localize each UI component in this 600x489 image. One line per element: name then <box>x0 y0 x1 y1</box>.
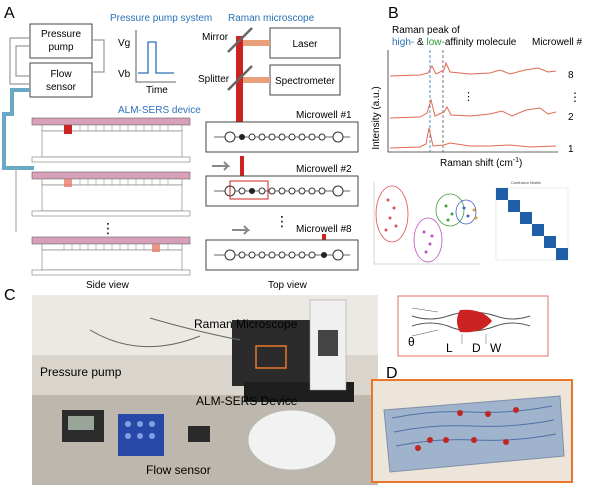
lab-photo <box>32 295 378 485</box>
flow-arrow-8 <box>232 225 251 235</box>
geom-d: D <box>472 341 481 355</box>
b-microwell-label: Microwell # <box>532 37 582 48</box>
b-axes <box>387 50 558 153</box>
side-view-label: Side view <box>86 280 130 291</box>
laser-label: Laser <box>292 39 318 50</box>
flow-sensor-label-2: sensor <box>46 82 77 93</box>
vg-label: Vg <box>118 38 130 49</box>
side-device-2 <box>31 171 191 217</box>
b-trace-2 <box>389 98 557 119</box>
b-trace-label-2: 2 <box>568 112 574 123</box>
time-label: Time <box>146 85 168 96</box>
c-device-label: ALM-SERS Device <box>196 394 298 408</box>
beam-laser <box>242 40 270 46</box>
b-trace-label-1: 1 <box>568 144 574 155</box>
microwell-2-label: Microwell #2 <box>296 164 352 175</box>
panel-label-b: B <box>388 5 399 22</box>
device-photo <box>371 379 573 483</box>
b-heading-1: Raman peak of <box>392 25 460 36</box>
splitter-label: Splitter <box>198 74 230 85</box>
side-dots: ⋮ <box>101 220 115 236</box>
beam-mw2 <box>240 156 244 178</box>
b-trace-dots: ⋮ <box>463 91 474 103</box>
top-dots: ⋮ <box>275 213 289 229</box>
beam-vertical <box>236 36 243 136</box>
b-trace-label-dots: ⋮ <box>569 90 581 104</box>
confusion-matrix: Confusion Matrix <box>495 180 569 261</box>
side-device-1 <box>31 117 191 163</box>
confusion-title: Confusion Matrix <box>511 180 541 185</box>
tubing-blue <box>2 88 34 170</box>
b-heading-2: high- & low-affinity molecule <box>392 37 517 48</box>
b-heading-amp: & <box>414 37 426 48</box>
microwell-1-label: Microwell #1 <box>296 110 352 121</box>
b-trace-1 <box>389 127 557 149</box>
geom-theta: θ <box>408 335 415 349</box>
beam-spectrometer <box>242 77 270 83</box>
pressure-system-title: Pressure pump system <box>110 13 212 24</box>
b-ylabel: Intensity (a.u.) <box>371 86 382 149</box>
top-device-8 <box>205 239 359 271</box>
b-xlabel-sup: -1 <box>513 157 519 164</box>
pressure-pump-box <box>29 23 93 59</box>
flow-arrow-2 <box>212 161 231 171</box>
b-heading-rest: affinity molecule <box>445 37 517 48</box>
c-pump-label: Pressure pump <box>40 365 122 379</box>
top-device-2 <box>205 175 359 207</box>
panel-label-a: A <box>4 5 15 22</box>
raman-microscope-title: Raman microscope <box>228 13 315 24</box>
flow-sensor-label: Flow <box>50 69 72 80</box>
pressure-pump-label: Pressure <box>41 29 81 40</box>
vb-label: Vb <box>118 69 131 80</box>
splitter-element <box>227 65 253 91</box>
geom-w: W <box>490 341 502 355</box>
top-view-label: Top view <box>268 280 308 291</box>
panel-label-d: D <box>386 365 398 382</box>
c-sensor-label: Flow sensor <box>146 463 211 477</box>
tubing-gray-2 <box>92 39 105 73</box>
b-trace-label-8: 8 <box>568 70 574 81</box>
b-xlabel-end: ) <box>519 158 522 169</box>
c-raman-label: Raman Microscope <box>194 317 298 331</box>
b-xlabel: Raman shift (cm-1) <box>440 157 522 169</box>
tubing-gray <box>9 37 30 85</box>
microwell-8-label: Microwell #8 <box>296 224 352 235</box>
b-heading-high: high- <box>392 37 414 48</box>
side-device-8 <box>31 236 191 276</box>
b-heading-low: low- <box>426 37 444 48</box>
mirror-element <box>227 27 253 53</box>
pca-scatter <box>372 180 482 266</box>
panel-label-c: C <box>4 287 16 304</box>
geom-l: L <box>446 341 453 355</box>
top-device-1 <box>205 121 359 153</box>
pressure-pump-label-2: pump <box>48 42 73 53</box>
b-xlabel-main: Raman shift (cm <box>440 158 513 169</box>
axis-pulse <box>135 30 176 83</box>
device-title: ALM-SERS device <box>118 105 201 116</box>
mirror-label: Mirror <box>202 32 229 43</box>
microwell-geometry <box>411 307 531 344</box>
spectrometer-label: Spectrometer <box>275 76 336 87</box>
pulse-signal <box>138 41 174 74</box>
b-trace-8 <box>389 61 557 77</box>
flow-sensor-box <box>29 62 93 98</box>
